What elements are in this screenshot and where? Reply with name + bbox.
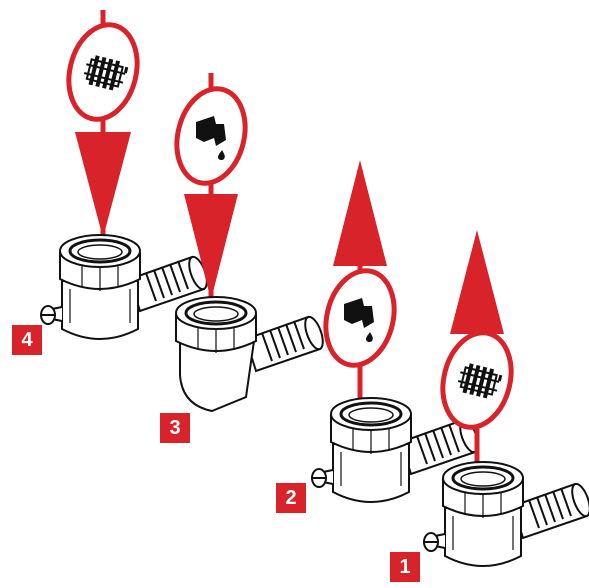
icon-circle-1 <box>440 330 514 430</box>
arrow-down-3 <box>184 194 238 300</box>
valve-2-group <box>310 160 483 504</box>
valve-4-group <box>39 10 212 341</box>
valve-3 <box>174 295 328 413</box>
valve-1 <box>422 460 589 568</box>
number-badge-3: 3 <box>160 413 190 443</box>
arrow-up-2 <box>333 160 387 266</box>
number-badge-2: 2 <box>276 483 306 513</box>
icon-circle-4 <box>66 22 140 122</box>
arrow-up-1 <box>450 230 504 334</box>
number-badge-1: 1 <box>390 552 420 582</box>
valve-3-group <box>174 73 328 413</box>
valve-1-group <box>422 230 589 568</box>
number-badge-4: 4 <box>12 325 42 355</box>
arrow-down-4 <box>75 132 131 238</box>
